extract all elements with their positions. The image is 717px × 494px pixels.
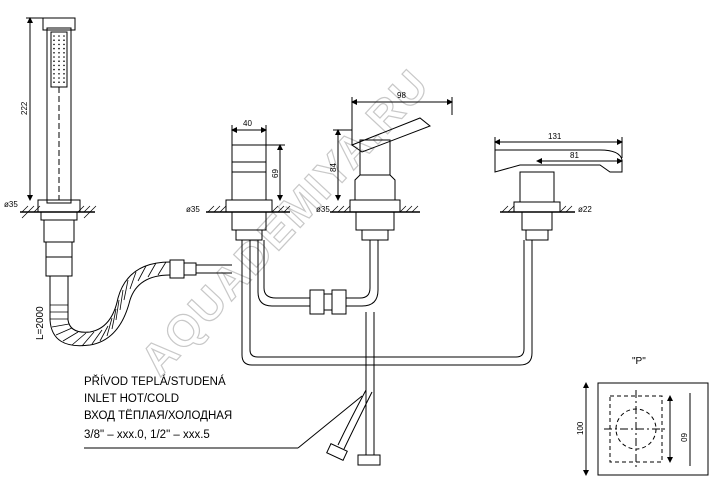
dim-spout-dia: ø22 xyxy=(578,205,592,214)
shower-hose: L=2000 xyxy=(35,259,232,347)
dim-mixer2-width: 98 xyxy=(397,91,406,100)
watermark: AQUADEMIYA.RU xyxy=(131,60,439,385)
dim-mixer1-width: 40 xyxy=(243,119,252,128)
spout-unit: 131 81 ø22 xyxy=(494,132,623,241)
connection-pipes xyxy=(84,240,533,466)
dim-shower-height: 222 xyxy=(20,101,29,115)
dim-mixer2-dia: ø35 xyxy=(316,205,330,214)
shower-head-nozzles xyxy=(53,35,65,83)
detail-dim-height: 100 xyxy=(576,421,585,435)
diverter-unit: 40 69 ø35 xyxy=(186,119,291,241)
dim-hose-length: L=2000 xyxy=(35,306,46,340)
dim-spout-reach: 81 xyxy=(570,151,579,160)
hose-coil xyxy=(50,261,167,347)
dim-mixer1-dia: ø35 xyxy=(186,205,200,214)
detail-dim-inner: 60 xyxy=(679,433,688,442)
note-line-1: PŘÍVOD TEPLÁ/STUDENÁ xyxy=(84,375,226,388)
detail-view-p: "P" 100 60 xyxy=(576,356,709,476)
inlet-notes: PŘÍVOD TEPLÁ/STUDENÁ INLET HOT/COLD ВХОД… xyxy=(84,375,232,441)
detail-title: "P" xyxy=(632,356,646,367)
note-line-2: INLET HOT/COLD xyxy=(84,393,179,405)
note-line-3: ВХОД ТЁПЛАЯ/ХОЛОДНАЯ xyxy=(84,410,232,422)
dim-spout-total: 131 xyxy=(548,132,562,141)
dim-shower-dia: ø35 xyxy=(4,200,18,209)
dim-mixer2-height: 84 xyxy=(329,163,338,172)
hand-shower: 222 ø35 xyxy=(4,17,97,277)
note-line-4: 3/8" – xxx.0, 1/2" – xxx.5 xyxy=(84,429,210,441)
dim-mixer1-height: 69 xyxy=(271,169,280,178)
mixer-lever-unit: 98 84 ø35 xyxy=(316,91,453,241)
